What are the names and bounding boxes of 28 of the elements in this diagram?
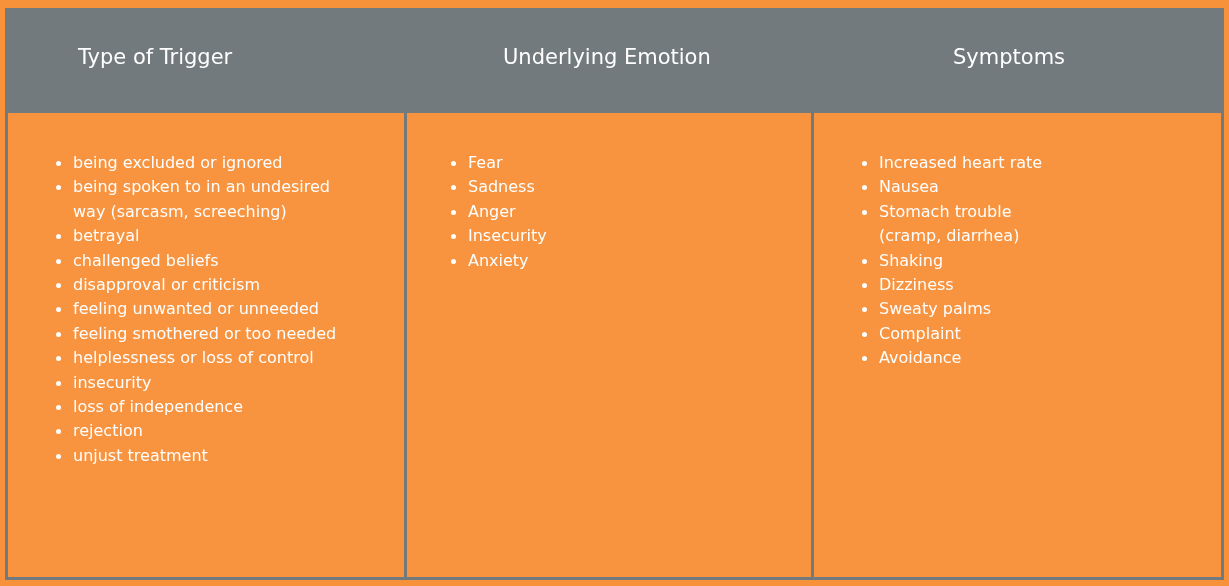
list-item-text: betrayal <box>73 226 140 246</box>
list-item-text: Nausea <box>879 177 939 197</box>
list-item-text: loss of independence <box>73 397 243 417</box>
list-item-text: Stomach trouble (cramp, diarrhea) <box>879 201 1020 246</box>
list-item-text: disapproval or criticism <box>73 275 261 295</box>
list-item-text: helplessness or loss of control <box>73 348 314 368</box>
list-item-text: Insecurity <box>468 226 547 246</box>
list-item-text: Sadness <box>468 177 535 197</box>
list-item-text: Increased heart rate <box>879 153 1043 172</box>
list-item-text: feeling smothered or too needed <box>73 323 337 343</box>
list-item-text: Fear <box>468 153 503 172</box>
list-item-text: Dizziness <box>879 275 954 295</box>
list-item-text: Anxiety <box>468 250 529 270</box>
column-header: Type of Trigger <box>78 45 233 69</box>
list-item-text: insecurity <box>73 372 152 392</box>
column-header: Symptoms <box>953 45 1066 69</box>
list-item-text: Complaint <box>879 323 961 343</box>
list-item-text: being excluded or ignored <box>73 153 283 172</box>
list-item-text: rejection <box>73 421 143 441</box>
list-item-text: challenged beliefs <box>73 250 219 270</box>
list-item-text: being spoken to in an undesired way (sarcasm, screeching) <box>73 177 330 221</box>
list-item-text: Avoidance <box>879 348 962 368</box>
list-item-text: Anger <box>468 201 516 221</box>
list-item-text: feeling unwanted or unneeded <box>73 299 319 319</box>
column-header: Underlying Emotion <box>503 45 711 69</box>
list-item-text: Sweaty palms <box>879 299 992 319</box>
list-item-text: unjust treatment <box>73 445 208 465</box>
list-item-text: Shaking <box>879 250 944 270</box>
